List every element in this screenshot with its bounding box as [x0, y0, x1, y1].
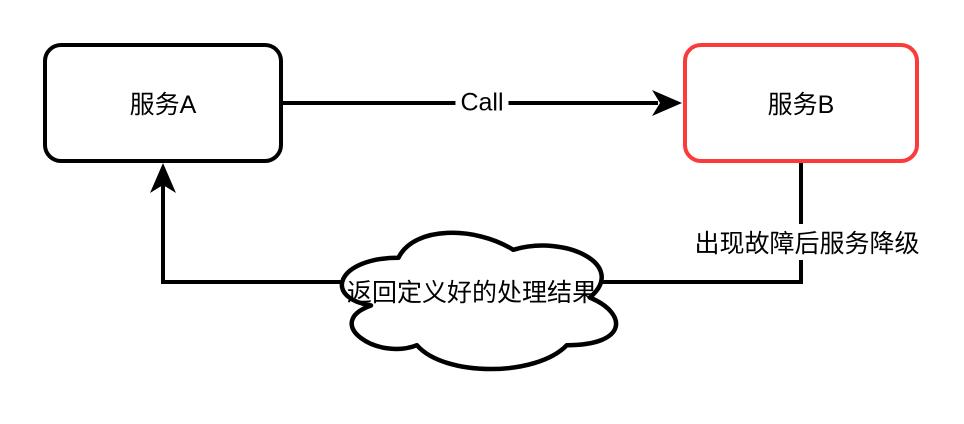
call-edge-arrowhead-icon — [652, 90, 682, 116]
node-service-b-label: 服务B — [767, 91, 835, 119]
cloud-shape — [339, 230, 619, 372]
cloud-label: 返回定义好的处理结果 — [346, 279, 598, 307]
fallback-edge-label: 出现故障后服务降级 — [689, 224, 925, 260]
node-service-a-label: 服务A — [129, 91, 197, 119]
node-service-b: 服务B — [683, 43, 919, 163]
node-service-a: 服务A — [43, 43, 283, 163]
fallback-edge-arrowhead-icon — [150, 163, 176, 193]
call-edge-label: Call — [455, 88, 509, 118]
